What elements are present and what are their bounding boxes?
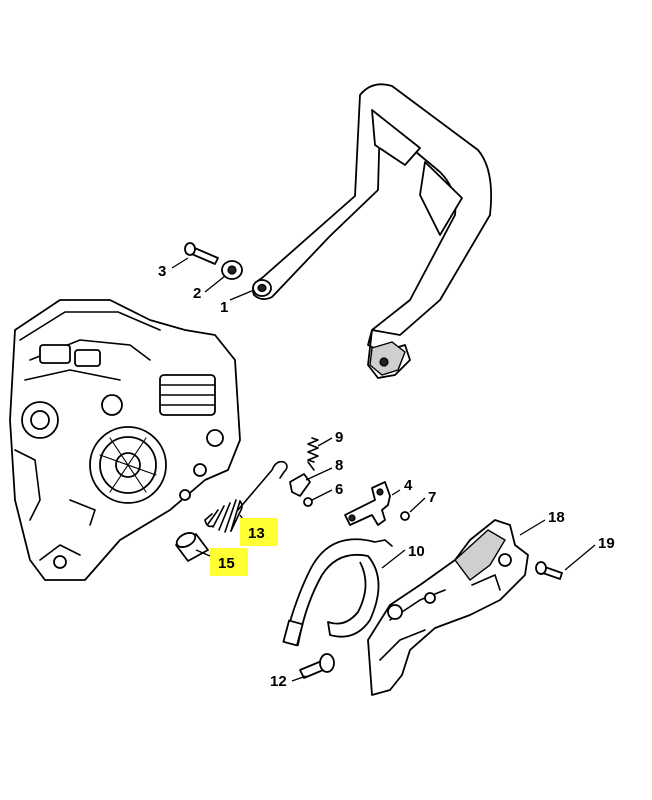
callout-4: 4 bbox=[404, 477, 413, 494]
leader-lines bbox=[171, 257, 596, 682]
callout-10: 10 bbox=[408, 543, 425, 560]
engine-housing bbox=[9, 299, 241, 581]
spring-part-13 bbox=[204, 499, 243, 533]
spring-wire bbox=[237, 460, 288, 511]
lever-part-8 bbox=[289, 473, 311, 497]
highlight-box-13 bbox=[240, 518, 278, 546]
callout-7: 7 bbox=[428, 489, 436, 506]
screw-part-3 bbox=[184, 242, 219, 265]
callout-2: 2 bbox=[193, 285, 201, 302]
sleeve-part-15 bbox=[175, 532, 209, 562]
callout-9: 9 bbox=[335, 429, 343, 446]
bell-crank-part-4 bbox=[344, 481, 391, 526]
sprocket-cover-part-18 bbox=[367, 519, 529, 696]
callout-labels: 1 2 3 4 6 7 8 9 10 12 13 15 18 19 bbox=[158, 263, 615, 690]
brake-band-part-10 bbox=[282, 538, 393, 647]
callout-3: 3 bbox=[158, 263, 166, 280]
screw-part-12 bbox=[299, 653, 335, 679]
callout-15: 15 bbox=[218, 555, 235, 572]
callout-1: 1 bbox=[220, 299, 228, 316]
screw-part-19 bbox=[535, 561, 563, 580]
callout-19: 19 bbox=[598, 535, 615, 552]
e-clip-part-7 bbox=[400, 511, 410, 521]
callout-8: 8 bbox=[335, 457, 343, 474]
callout-18: 18 bbox=[548, 509, 565, 526]
callout-12: 12 bbox=[270, 673, 287, 690]
highlight-box-15 bbox=[210, 548, 248, 576]
hand-guard bbox=[252, 83, 493, 379]
callout-13: 13 bbox=[248, 525, 265, 542]
pin-part-6 bbox=[303, 497, 313, 507]
spring-part-9 bbox=[307, 437, 319, 471]
callout-6: 6 bbox=[335, 481, 343, 498]
sleeve-part-2 bbox=[221, 260, 243, 280]
